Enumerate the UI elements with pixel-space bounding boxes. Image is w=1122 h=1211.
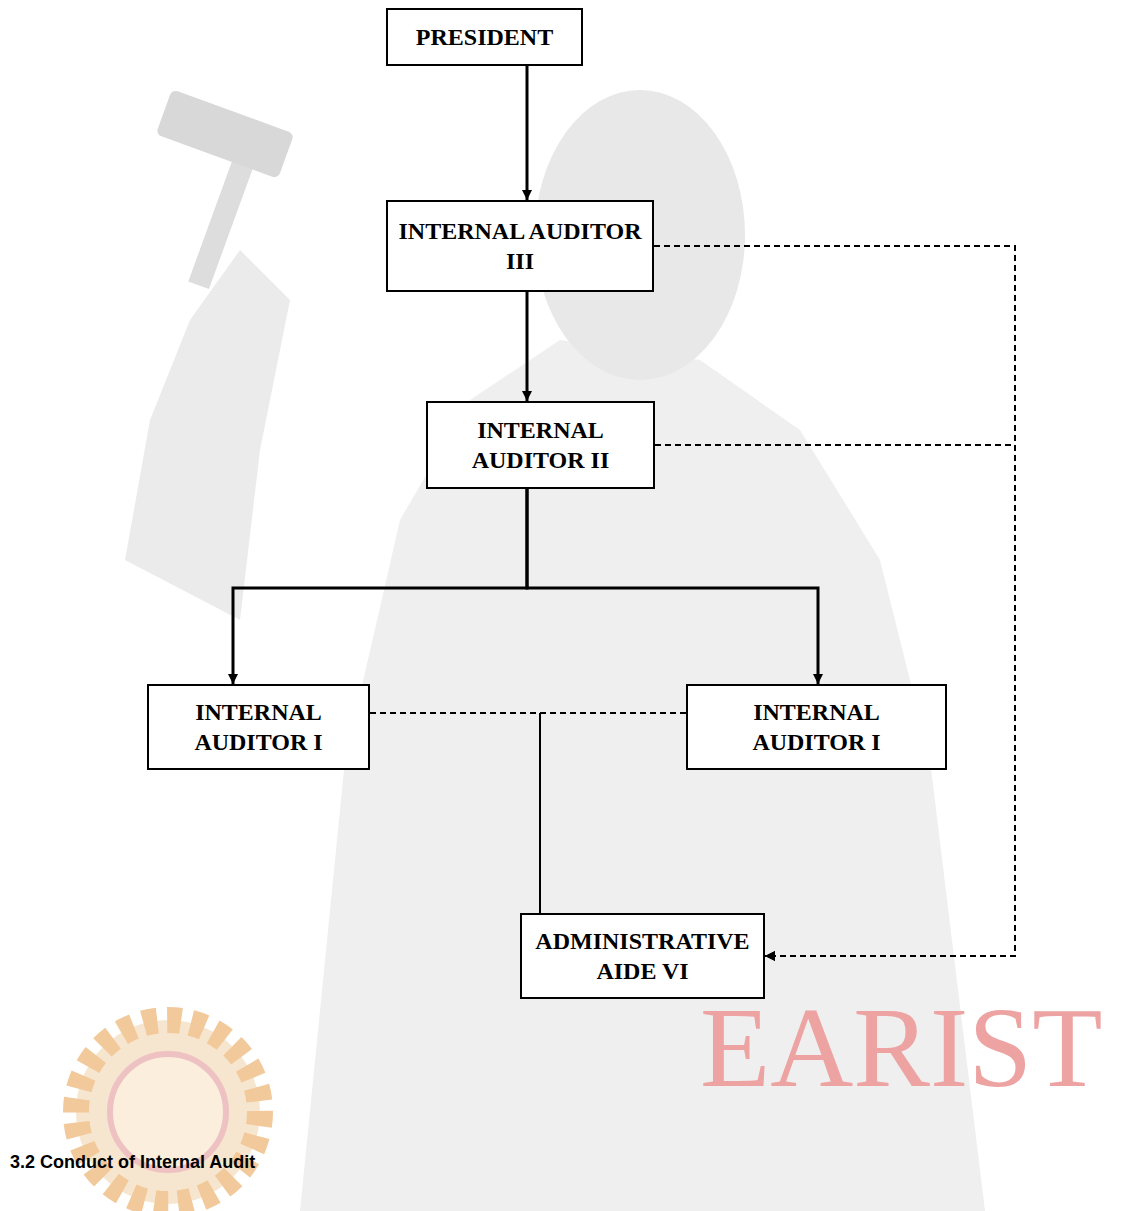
reporting-arrow [526, 66, 529, 200]
section-caption: 3.2 Conduct of Internal Audit [10, 1152, 255, 1173]
org-box: INTERNAL AUDITOR I [147, 684, 370, 770]
reporting-arrow [527, 489, 818, 684]
hammer-head [156, 89, 295, 179]
box-title: INTERNAL AUDITOR I [698, 697, 935, 757]
dashed-connector [370, 713, 540, 913]
org-box: INTERNAL AUDITOR I [686, 684, 947, 770]
dashed-connector [370, 712, 686, 714]
dashed-connector [655, 445, 1015, 956]
org-box: INTERNAL AUDITOR III [386, 200, 654, 292]
org-box: ADMINISTRATIVE AIDE VI [520, 913, 765, 999]
box-title: INTERNAL AUDITOR III [398, 216, 642, 276]
org-box: INTERNAL AUDITOR II [426, 401, 655, 489]
dashed-connector [540, 713, 686, 913]
reporting-arrow [526, 292, 529, 401]
logo-gear [76, 1020, 260, 1204]
watermark: EARIST [700, 990, 1103, 1105]
reporting-arrow [233, 489, 527, 684]
box-title: ADMINISTRATIVE AIDE VI [532, 926, 753, 986]
box-title: INTERNAL AUDITOR II [438, 415, 643, 475]
box-title: PRESIDENT [416, 22, 553, 52]
dashed-connector [654, 246, 1015, 956]
statue-arm [125, 250, 290, 620]
box-title: INTERNAL AUDITOR I [159, 697, 358, 757]
org-box: PRESIDENT [386, 8, 583, 66]
